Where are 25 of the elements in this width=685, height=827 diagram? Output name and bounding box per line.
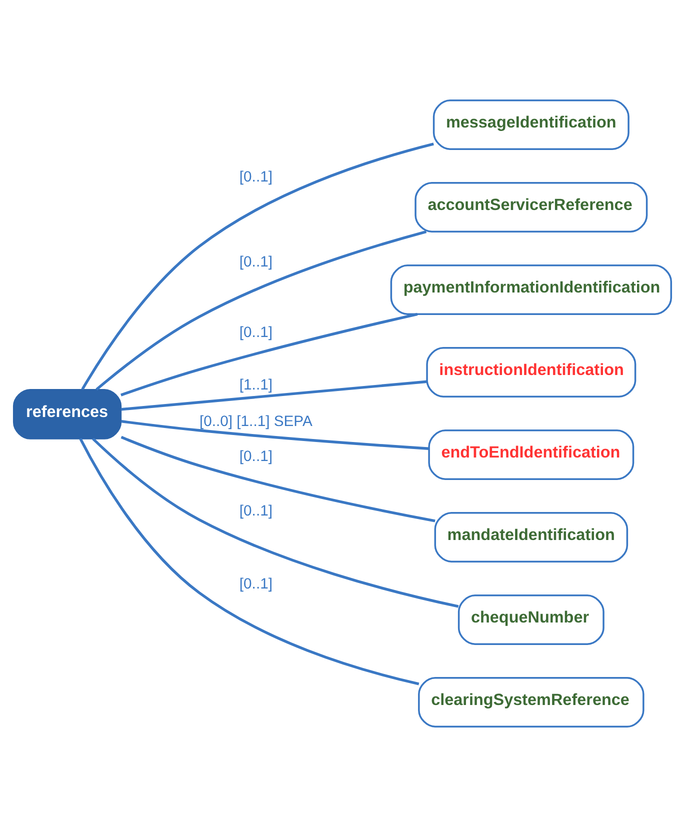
node-box: messageIdentification xyxy=(432,100,630,150)
node-box: clearingSystemReference xyxy=(418,677,644,728)
connector xyxy=(79,438,420,686)
edge-label: [0..1] xyxy=(239,324,272,341)
edge-label: [0..1] xyxy=(239,576,272,592)
edge-label: [0..1] xyxy=(239,449,272,466)
connector xyxy=(96,230,427,391)
connector xyxy=(121,420,429,450)
edge-label: [0..1] xyxy=(239,503,272,520)
node-box: mandateIdentification xyxy=(434,512,628,562)
edge-label: [0..0] [1..1] SEPA xyxy=(200,414,312,430)
node-box: accountServicerReference xyxy=(414,182,648,232)
edge-label: [0..1] xyxy=(239,169,272,186)
node-box: references xyxy=(12,388,122,440)
connector xyxy=(120,312,418,396)
connector xyxy=(120,436,436,522)
node-box: endToEndIdentification xyxy=(428,430,634,480)
connector xyxy=(120,380,428,411)
edge-label: [1..1] xyxy=(239,378,272,394)
connector xyxy=(92,438,459,608)
connector xyxy=(81,142,434,390)
node-box: instructionIdentification xyxy=(426,347,636,398)
node-box: paymentInformationIdentification xyxy=(390,264,672,315)
node-box: chequeNumber xyxy=(458,594,604,645)
edge-label: [0..1] xyxy=(239,254,272,270)
